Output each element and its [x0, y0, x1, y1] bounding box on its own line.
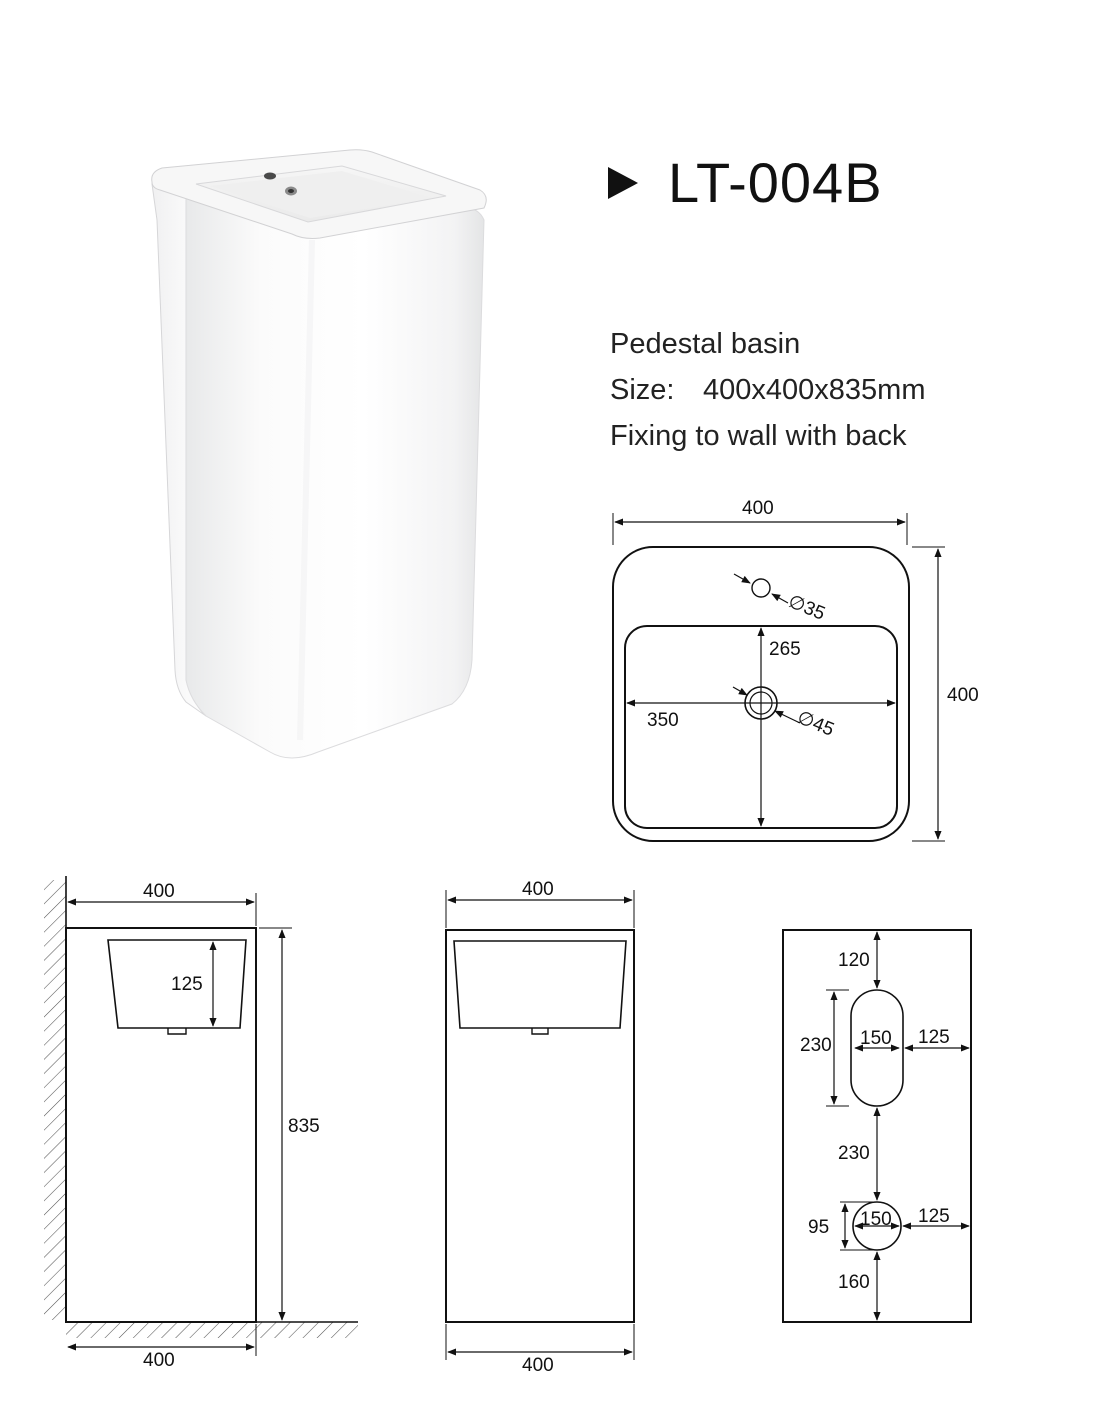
- front-view-drawing: [445, 890, 635, 1360]
- label-back-hole-vertical: 95: [808, 1217, 829, 1238]
- label-back-top-gap: 120: [838, 950, 870, 971]
- back-body-outline: [782, 929, 972, 1323]
- label-side-height: 835: [288, 1116, 320, 1137]
- spec-fixing: Fixing to wall with back: [610, 420, 907, 452]
- side-body-outline: [65, 927, 257, 1323]
- label-bowl-depth: 265: [769, 639, 801, 660]
- spec-size: Size: 400x400x835mm: [610, 374, 925, 407]
- side-bowl-outline: [107, 939, 247, 1029]
- label-back-bottom-gap: 160: [838, 1272, 870, 1293]
- top-view-labels: 400 400 ∅35 ∅45 265 350: [647, 498, 979, 741]
- front-view-labels: 400 400: [522, 879, 554, 1376]
- back-hole-outline: [852, 1201, 902, 1251]
- floor-hatch: [66, 1322, 358, 1338]
- back-view-drawing: [782, 929, 972, 1323]
- basin-outline: [612, 546, 910, 842]
- label-side-bottom-width: 400: [143, 1350, 175, 1371]
- label-front-top-width: 400: [522, 879, 554, 900]
- front-bowl-outline: [453, 940, 627, 1029]
- top-view-drawing: [612, 513, 945, 842]
- label-drain-hole: ∅45: [794, 707, 837, 741]
- label-tap-hole: ∅35: [785, 591, 828, 625]
- label-top-width: 400: [742, 498, 774, 519]
- back-view-labels: 120 230 150 125 230 150 125 95 160: [800, 950, 950, 1293]
- spec-size-value: 400x400x835mm: [703, 374, 926, 406]
- label-front-bottom-width: 400: [522, 1355, 554, 1376]
- title-row: LT-004B: [608, 150, 883, 215]
- label-back-slot-side: 125: [918, 1027, 950, 1048]
- front-body-outline: [445, 929, 635, 1323]
- label-bowl-width: 350: [647, 710, 679, 731]
- label-top-depth: 400: [947, 685, 979, 706]
- label-back-gap-between: 230: [838, 1143, 870, 1164]
- label-back-hole-diameter: 150: [860, 1209, 892, 1230]
- label-side-top-width: 400: [143, 881, 175, 902]
- bowl-outline: [624, 625, 898, 829]
- spec-type: Pedestal basin: [610, 328, 801, 360]
- side-view-labels: 400 400 125 835: [143, 881, 320, 1371]
- label-back-hole-side: 125: [918, 1206, 950, 1227]
- product-image: [151, 149, 487, 759]
- spec-size-label: Size:: [610, 374, 675, 406]
- side-view-drawing: [44, 876, 358, 1356]
- model-title: LT-004B: [668, 151, 883, 214]
- back-slot-outline: [850, 989, 904, 1107]
- label-back-slot-height: 230: [800, 1035, 832, 1056]
- wall-hatch: [44, 880, 66, 1320]
- triangle-bullet-icon: [608, 166, 638, 199]
- tap-hole-icon: [751, 578, 771, 598]
- label-side-bowl-depth: 125: [171, 974, 203, 995]
- label-back-slot-width: 150: [860, 1028, 892, 1049]
